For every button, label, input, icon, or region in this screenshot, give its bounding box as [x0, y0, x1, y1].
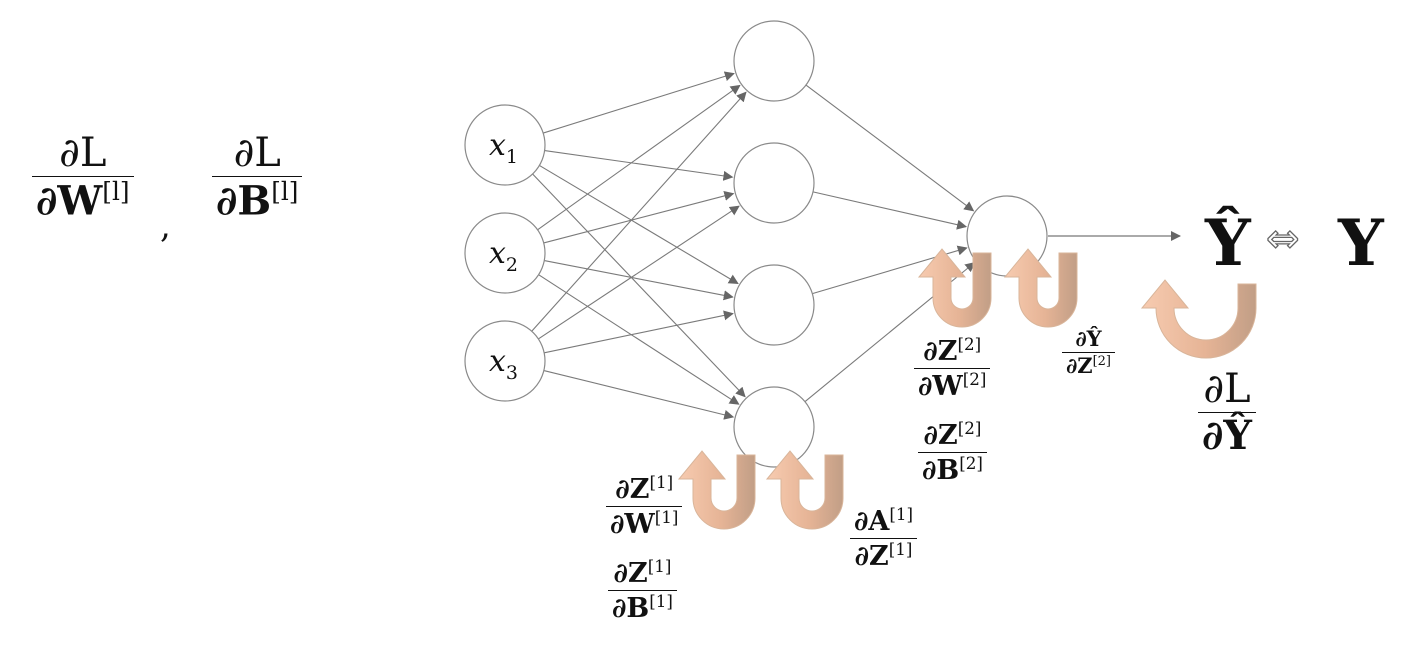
- edge-x1-h4: [532, 173, 746, 398]
- dZ1-dW1-fraction: ∂Z[1] ∂W[1]: [606, 473, 683, 540]
- input-subscript-1: 1: [506, 146, 518, 168]
- input-subscript-2: 2: [506, 254, 518, 276]
- dL-dW-fraction: ∂L ∂W[l]: [32, 132, 134, 222]
- hidden-node-3: [733, 264, 815, 346]
- hidden-node-1: [733, 20, 815, 102]
- edge-x1-h3: [539, 164, 739, 285]
- edge-x3-h2: [538, 205, 740, 340]
- edge-x2-h2: [543, 191, 735, 244]
- edge-x2-h3: [544, 260, 734, 301]
- edge-x1-h1: [543, 71, 735, 134]
- dYhat-dZ2-fraction: ∂Ŷ ∂Z[2]: [1062, 327, 1115, 377]
- y-hat-label: Ŷ: [1204, 205, 1252, 281]
- input-node-2: [464, 212, 546, 294]
- dA1-dZ1-fraction: ∂A[1] ∂Z[1]: [850, 505, 918, 572]
- edge-h1-out: [805, 84, 975, 212]
- curl-arrows-group: [677, 248, 1257, 530]
- edge-x2-h4: [538, 274, 740, 405]
- hidden-node-2: [733, 142, 815, 224]
- curl-arrow-dZ1-icon: [677, 450, 756, 530]
- edge-h2-out: [812, 191, 968, 230]
- compare-arrow-icon: ⇔: [1266, 216, 1300, 262]
- dL-dB-fraction: ∂L ∂B[l]: [212, 132, 303, 222]
- input-subscript-3: 3: [506, 362, 518, 384]
- curl-arrow-dL-icon: [1140, 279, 1257, 359]
- input-node-1: [464, 104, 546, 186]
- dL-dYhat-fraction: ∂L ∂Ŷ: [1198, 368, 1256, 457]
- edge-x3-h1: [531, 91, 747, 332]
- curl-arrow-dYhat-icon: [1003, 248, 1078, 328]
- curl-arrow-dZ2-icon: [917, 248, 992, 328]
- input-node-3: [464, 320, 546, 402]
- hidden-node-4: [733, 386, 815, 468]
- dZ2-dB2-fraction: ∂Z[2] ∂B[2]: [918, 419, 987, 486]
- fraction-separator: ,: [160, 206, 171, 246]
- edges-group: [531, 71, 976, 420]
- dZ1-dB1-fraction: ∂Z[1] ∂B[1]: [608, 557, 677, 624]
- edge-x2-h1: [537, 84, 741, 231]
- y-target-label: Y: [1337, 206, 1385, 281]
- edge-x3-h3: [544, 310, 734, 354]
- dZ2-dW2-fraction: ∂Z[2] ∂W[2]: [914, 335, 991, 402]
- edge-x1-h2: [544, 150, 734, 181]
- edge-x3-h4: [543, 369, 735, 420]
- curl-arrow-dA1-icon: [765, 450, 844, 530]
